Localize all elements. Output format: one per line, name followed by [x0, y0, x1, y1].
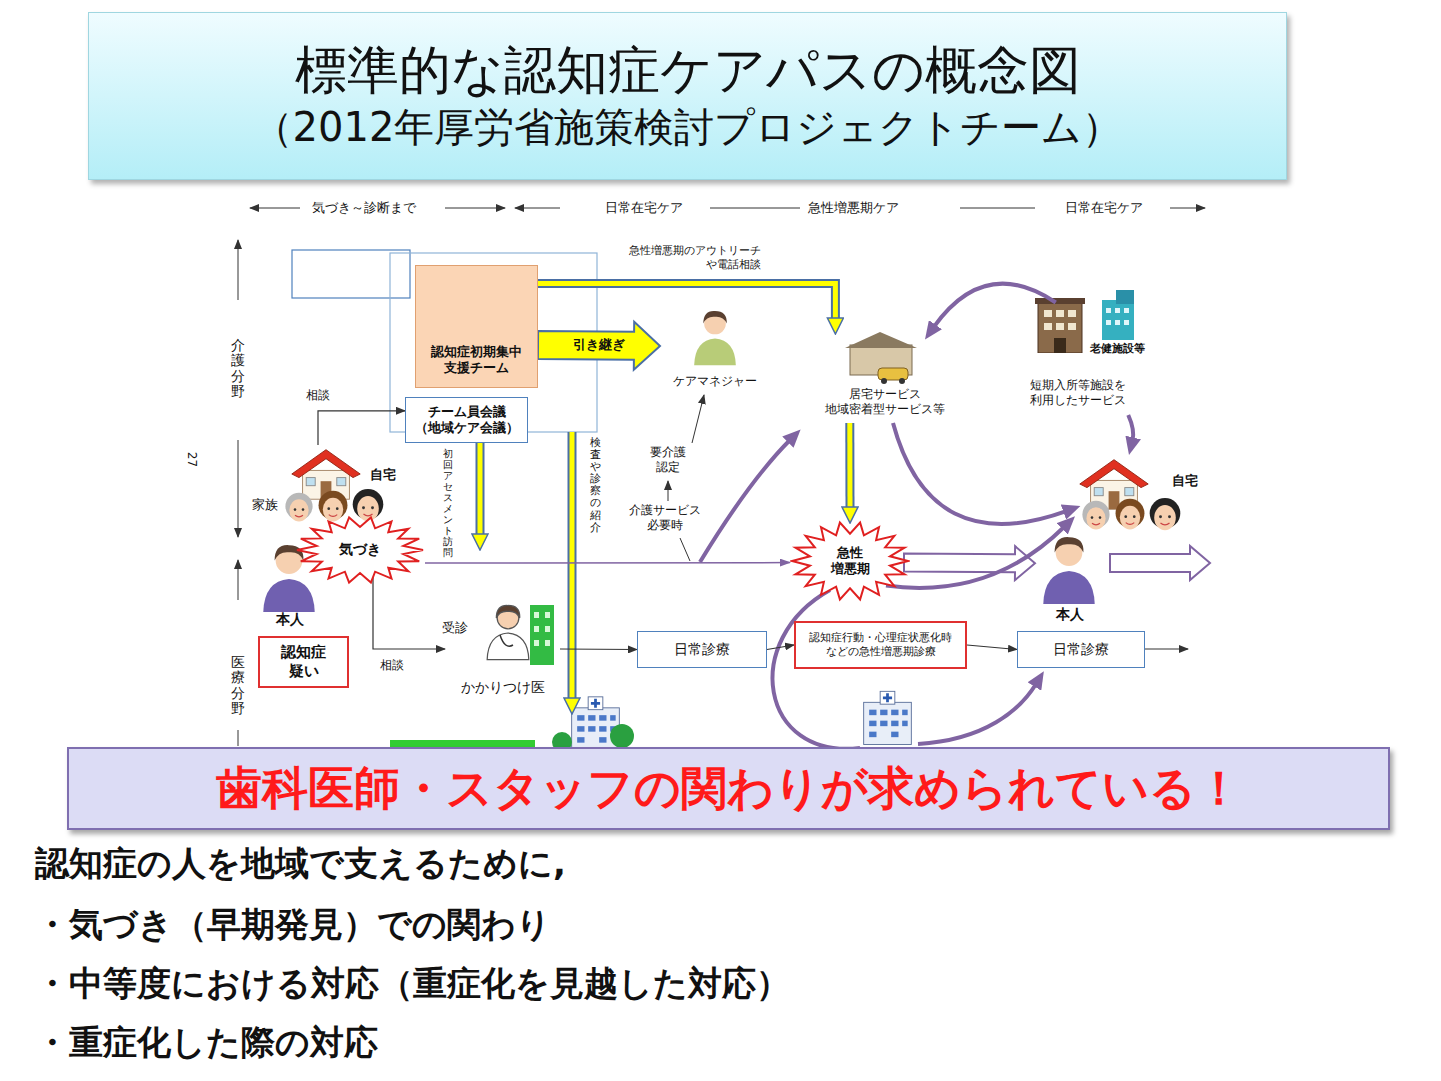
edge-label: 相談 [306, 388, 330, 403]
vertical-label: 医療分野 [231, 655, 245, 717]
label: 日常在宅ケア [1065, 200, 1143, 216]
node-text: かかりつけ医 [445, 679, 560, 697]
facility-icon [1035, 298, 1085, 353]
meeting-box: チーム員会議 （地域ケア会議） [405, 397, 528, 443]
connector [560, 649, 637, 651]
care-manager-icon [694, 311, 736, 365]
vertical-label: 初回アセスメント訪問 [443, 448, 453, 558]
facility: 老健施設等短期入所等施設を 利用したサービス [1005, 290, 1150, 415]
doctor-icon [487, 605, 554, 665]
label: ・重症化した際の対応 [35, 1021, 378, 1064]
person: 本人 [255, 535, 325, 630]
node-text: 歯科医師・スタッフの関わりが求められている！ [216, 760, 1242, 818]
banner: 歯科医師・スタッフの関わりが求められている！ [67, 747, 1390, 830]
connector [373, 575, 445, 650]
hollow-arrow [1110, 546, 1210, 580]
connector [318, 411, 405, 445]
connector [893, 423, 1066, 524]
home-service-icon [845, 332, 917, 384]
acute-clinic-box: 認知症行動・心理症状悪化時 などの急性増悪期診療 [794, 621, 967, 669]
label: 日常在宅ケア [605, 200, 683, 216]
node-text: 短期入所等施設を 利用したサービス [1027, 378, 1129, 408]
edge-label: 引き継ぎ [573, 337, 625, 353]
node-text: チーム員会議 （地域ケア会議） [412, 404, 522, 437]
label: 受診 [442, 620, 468, 636]
home-right-icon [1080, 460, 1180, 531]
node-text: 気づき [339, 541, 381, 559]
purple-curves [700, 440, 1036, 749]
team-box: 認知症初期集中 支援チーム [415, 265, 538, 388]
subtitle: （2012年厚労省施策検討プロジェクトチーム） [253, 101, 1123, 153]
home: 自宅 [288, 445, 408, 530]
node-text: 自宅 [370, 467, 396, 483]
starburst: 気づき [295, 515, 425, 585]
home-left-icon [285, 450, 383, 522]
label: 介護サービス 必要時 [626, 503, 704, 533]
node-text: 認知症初期集中 支援チーム [428, 344, 525, 377]
node-text: ケアマネジャー [660, 374, 770, 389]
label: 急性増悪期ケア [808, 200, 899, 216]
connector [1128, 415, 1133, 440]
home-service: 居宅サービス 地域密着型サービス等 [805, 335, 965, 423]
person: 本人 [1035, 530, 1105, 625]
node-text: 日常診療 [1053, 641, 1109, 659]
home: 自宅 [1075, 455, 1210, 540]
label: 認知症の人を地域で支えるために, [35, 842, 566, 885]
connector [767, 645, 794, 650]
connector [849, 423, 850, 509]
empty-box [292, 250, 410, 298]
family-doctor: かかりつけ医 [445, 595, 560, 703]
person-left-icon [263, 545, 314, 612]
title-box: 標準的な認知症ケアパスの概念図（2012年厚労省施策検討プロジェクトチーム） [88, 12, 1287, 180]
hospital-icon [552, 697, 634, 752]
clinic-box: 日常診療 [1017, 631, 1145, 668]
line-end-arrow [1145, 649, 1188, 650]
node-text: 老健施設等 [1090, 342, 1145, 356]
connector [934, 284, 1056, 328]
title: 標準的な認知症ケアパスの概念図 [295, 39, 1081, 101]
tower-icon [1102, 290, 1134, 340]
vertical-label: 検査や診察の紹介 [590, 437, 601, 534]
connector [538, 283, 835, 320]
label: 27 [184, 452, 199, 467]
edge-label: 相談 [380, 658, 404, 673]
connector [886, 527, 1064, 588]
label: ・気づき（早期発見）での関わり [35, 903, 551, 946]
label: 家族 [252, 497, 278, 513]
label: 要介護 認定 [647, 445, 689, 475]
node-text: 認知症 疑い [278, 643, 329, 681]
connector [425, 562, 790, 563]
edge-label: 急性増悪期のアウトリーチ や電話相談 [623, 244, 761, 272]
person-right-icon [1043, 537, 1094, 604]
node-text: 急性 増悪期 [828, 545, 873, 578]
label: 気づき～診断まで [312, 200, 416, 216]
label: ・中等度における対応（重症化を見越した対応） [35, 962, 790, 1005]
clinic-box: 日常診療 [637, 631, 767, 668]
care-manager: ケアマネジャー [660, 300, 770, 392]
vertical-label: 介護分野 [231, 338, 245, 400]
suspect-box: 認知症 疑い [258, 636, 349, 688]
node-text: 居宅サービス 地域密着型サービス等 [822, 387, 948, 417]
yellow-arrows [480, 432, 572, 700]
connector [967, 645, 1017, 650]
node-text: 自宅 [1172, 473, 1198, 489]
small-arrows [668, 395, 704, 561]
connector [538, 322, 660, 370]
node-text: 日常診療 [674, 641, 730, 659]
starburst: 急性 増悪期 [790, 520, 910, 602]
node-text: 本人 [255, 611, 325, 629]
hospital-right-icon [864, 691, 912, 744]
node-text: 本人 [1035, 606, 1105, 624]
node-text: 認知症行動・心理症状悪化時 などの急性増悪期診療 [806, 631, 955, 659]
